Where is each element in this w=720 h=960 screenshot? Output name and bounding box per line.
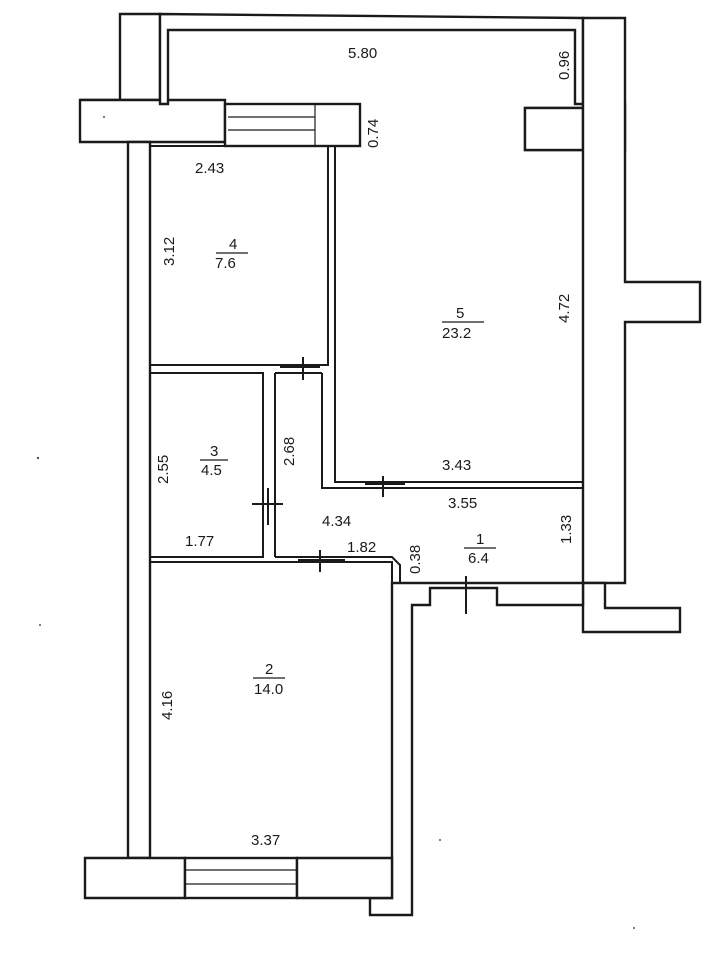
dim-room2-height: 4.16 <box>159 691 176 720</box>
dim-hall-length: 4.34 <box>322 513 351 530</box>
room-number: 3 <box>210 443 218 460</box>
room-label-5: 5 23.2 <box>442 305 484 342</box>
room-number: 4 <box>229 236 237 253</box>
left-upper-wall <box>78 98 227 144</box>
room-area: 7.6 <box>215 255 236 272</box>
room-area: 23.2 <box>442 325 471 342</box>
right-pillar-block <box>523 106 585 152</box>
dim-hall-step-depth: 0.38 <box>407 545 424 574</box>
dim-hall-width-top: 3.55 <box>448 495 477 512</box>
corridor-outline <box>274 373 583 557</box>
room-label-1: 1 6.4 <box>464 531 496 567</box>
dim-room3-width: 1.77 <box>185 533 214 550</box>
bottom-window-frame <box>183 856 299 900</box>
hall-exit-wall <box>368 581 585 917</box>
left-outer-wall <box>80 12 162 102</box>
room-3-outline <box>149 372 264 558</box>
top-window-frame <box>223 102 362 148</box>
dim-balcony-length: 5.80 <box>348 45 377 62</box>
dim-room3-height: 2.55 <box>155 455 172 484</box>
dim-room2-width: 3.37 <box>251 832 280 849</box>
room-number: 1 <box>476 531 484 548</box>
room-5-outline <box>334 146 584 483</box>
dim-window-depth: 0.74 <box>365 119 382 148</box>
room-2-outline <box>149 561 393 859</box>
hall-outline <box>275 556 583 584</box>
room-area: 6.4 <box>468 550 489 567</box>
dim-room4-width: 2.43 <box>195 160 224 177</box>
room-area: 14.0 <box>254 681 283 698</box>
room-label-3: 3 4.5 <box>200 443 228 479</box>
dim-room5-width: 3.43 <box>442 457 471 474</box>
dim-hall-step-width: 1.82 <box>347 539 376 556</box>
left-lower-wall <box>83 856 187 900</box>
dim-room5-height: 4.72 <box>556 294 573 323</box>
left-long-wall <box>126 140 152 860</box>
dim-room4-height: 3.12 <box>161 237 178 266</box>
right-outer-wall <box>581 16 702 585</box>
room-area: 4.5 <box>201 462 222 479</box>
dim-corridor-height: 2.68 <box>281 437 298 466</box>
room-number: 2 <box>265 661 273 678</box>
bottom-wall <box>295 856 394 900</box>
right-lower-wall <box>581 581 682 634</box>
dim-balcony-depth: 0.96 <box>556 51 573 80</box>
dim-hall-height: 1.33 <box>558 515 575 544</box>
room-4-outline <box>149 145 329 366</box>
room-number: 5 <box>456 305 464 322</box>
room-label-4: 4 7.6 <box>215 236 248 272</box>
room-label-2: 2 14.0 <box>253 661 285 698</box>
